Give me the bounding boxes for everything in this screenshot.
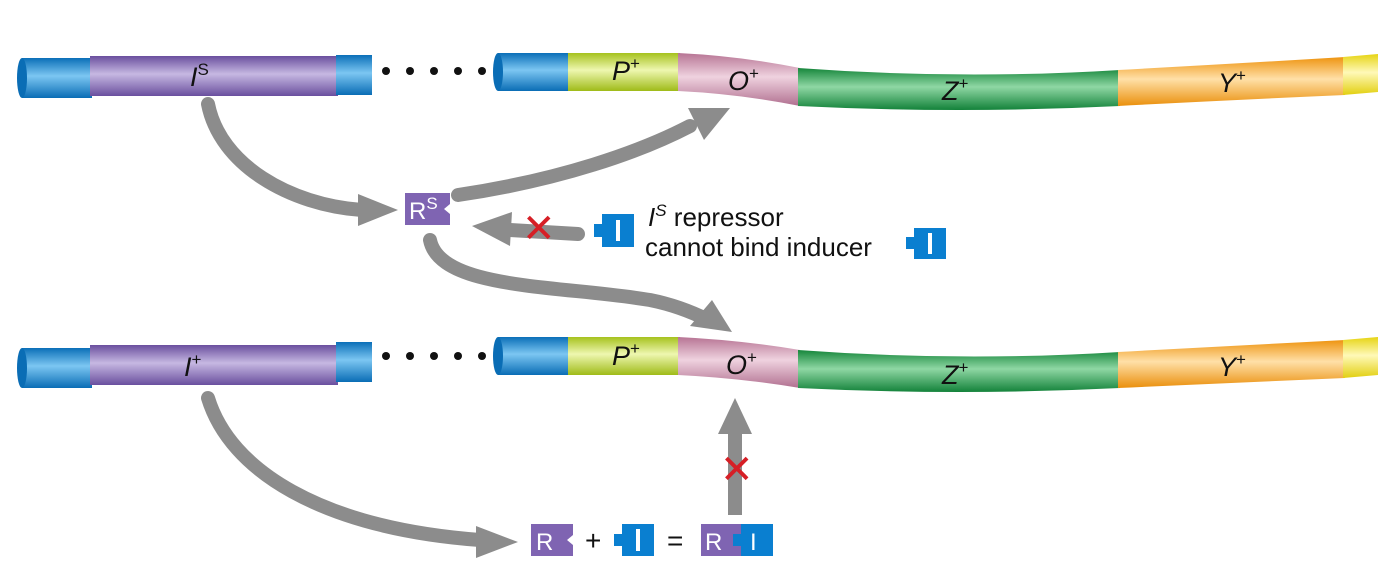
- y-gene-segment: [1118, 340, 1345, 388]
- promoter-segment: [568, 337, 680, 375]
- top-o-label: O+: [728, 64, 759, 96]
- note-line-1: IS repressor: [648, 201, 784, 232]
- repressor-inducer-complex: R I: [701, 524, 773, 556]
- inducer-icon: [594, 214, 634, 247]
- dna-end-cap: [17, 348, 27, 388]
- dna-end-cap: [17, 58, 27, 98]
- arrow-i-plus-to-repressor: [201, 391, 518, 558]
- z-gene-segment: [798, 350, 1120, 392]
- dna-segment-blue: [22, 58, 92, 98]
- i-plus-gene-label: I+: [184, 350, 202, 382]
- inducer-icon: [614, 524, 654, 556]
- bottom-operon-dna: [493, 337, 1378, 392]
- svg-text:R: R: [536, 529, 553, 556]
- promoter-segment: [568, 53, 680, 91]
- dna-end-cap: [493, 337, 503, 375]
- arrow-repressor-to-bottom-operator: [423, 233, 732, 332]
- bottom-p-label: P+: [612, 339, 640, 371]
- inducer-label-bar: [636, 529, 640, 551]
- super-repressor-protein: RS: [405, 193, 450, 225]
- top-regulator-dna: [17, 55, 372, 98]
- bottom-spacer-dots: [382, 352, 486, 360]
- bottom-o-label: O+: [726, 348, 757, 380]
- i-gene-segment: [90, 345, 338, 385]
- dna-segment-blue: [22, 348, 92, 388]
- equation-plus: +: [585, 525, 601, 556]
- bottom-regulator-dna: [17, 342, 372, 388]
- bottom-z-label: Z+: [941, 358, 969, 390]
- dna-segment-blue: [336, 342, 372, 382]
- top-spacer-dots: [382, 67, 486, 75]
- z-gene-segment: [798, 68, 1120, 110]
- arrow-inducer-blocked: [472, 212, 585, 246]
- top-z-label: Z+: [941, 74, 969, 106]
- operator-segment: [678, 53, 800, 106]
- svg-text:I: I: [750, 529, 757, 556]
- svg-text:R: R: [705, 529, 722, 556]
- top-y-label: Y+: [1218, 66, 1246, 98]
- top-p-label: P+: [612, 54, 640, 86]
- inducer-icon: [906, 228, 946, 259]
- svg-text:RS: RS: [409, 194, 438, 225]
- cross-mark-top: ✕: [522, 206, 556, 252]
- arrow-complex-blocked: [718, 398, 752, 515]
- dna-end-cap: [493, 53, 503, 91]
- dna-segment-blue: [336, 55, 372, 95]
- cross-mark-bottom: ✕: [720, 447, 754, 493]
- equation-equals: =: [667, 525, 683, 556]
- i-s-gene-label: IS: [190, 60, 209, 92]
- dna-end-yellow: [1343, 54, 1378, 95]
- dna-segment-blue: [498, 53, 570, 91]
- arrow-is-to-repressor: [201, 97, 398, 226]
- i-gene-segment: [90, 56, 338, 96]
- bottom-y-label: Y+: [1218, 350, 1246, 382]
- top-operon-dna: [493, 53, 1378, 110]
- arrow-repressor-to-top-operator: [451, 108, 730, 202]
- dna-segment-blue: [498, 337, 570, 375]
- dna-end-yellow: [1343, 337, 1378, 378]
- operator-segment: [678, 337, 800, 388]
- y-gene-segment: [1118, 57, 1345, 106]
- note-line-2: cannot bind inducer: [645, 232, 872, 262]
- repressor-protein: R: [531, 524, 573, 556]
